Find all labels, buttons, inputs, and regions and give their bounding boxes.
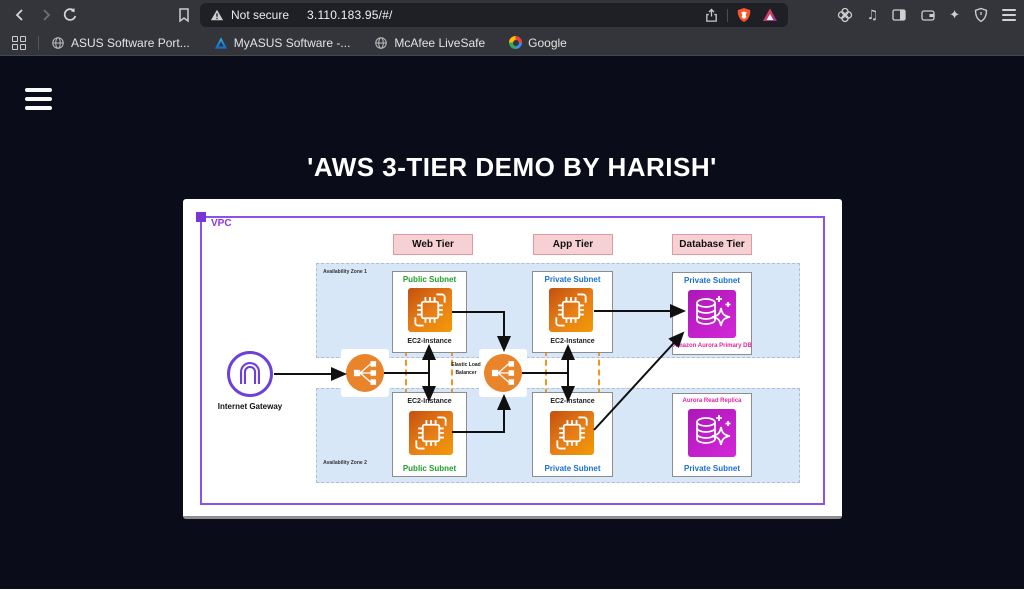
subnet-label: Private Subnet xyxy=(683,276,740,285)
aurora-replica-icon xyxy=(688,409,736,457)
page-title: 'AWS 3-TIER DEMO BY HARISH' xyxy=(307,152,717,182)
az2-label: Availability Zone 2 xyxy=(323,460,367,466)
wallet-icon[interactable] xyxy=(920,7,936,23)
az1-label: Availability Zone 1 xyxy=(323,269,367,275)
leo-ai-sparkle-icon[interactable]: ✦ xyxy=(949,7,960,23)
internet-gateway-label: Internet Gateway xyxy=(217,402,283,411)
elb-icon-1 xyxy=(346,354,384,392)
bookmarks-bar: ASUS Software Port... MyASUS Software -.… xyxy=(0,30,1024,56)
aurora-primary-icon xyxy=(688,290,736,338)
subnet-label: Private Subnet xyxy=(544,275,601,284)
tier-header-web: Web Tier xyxy=(393,234,473,255)
media-control-icon[interactable]: ♫ xyxy=(866,7,879,23)
tier-header-app: App Tier xyxy=(533,234,613,255)
aurora-primary-label: Amazon Aurora Primary DB xyxy=(673,343,752,349)
bookmark-item-google[interactable]: Google xyxy=(509,36,567,50)
ec2-label: EC2-Instance xyxy=(550,398,595,405)
ec2-icon xyxy=(408,288,452,332)
url-text[interactable]: 3.110.183.95/#/ xyxy=(307,8,393,22)
browser-menu-icon[interactable] xyxy=(1002,9,1016,21)
bookmark-item-asus[interactable]: ASUS Software Port... xyxy=(51,36,190,50)
subnet-label: Public Subnet xyxy=(402,464,457,473)
vpc-container xyxy=(200,216,825,505)
myasus-triangle-icon xyxy=(214,36,227,49)
elb-label: Elastic Load Balancer xyxy=(451,362,481,376)
brave-rewards-icon[interactable] xyxy=(762,7,778,23)
ec2-icon xyxy=(409,411,453,455)
ec2-icon xyxy=(550,411,594,455)
elb-icon-2 xyxy=(484,354,522,392)
vpc-label: VPC xyxy=(211,218,232,229)
subnet-label: Public Subnet xyxy=(402,275,457,284)
internet-gateway-icon xyxy=(227,351,273,397)
ec2-label: EC2-Instance xyxy=(407,338,452,345)
toolbar-right-icons: ♫ ✦ xyxy=(837,0,1016,30)
ec2-icon xyxy=(549,288,593,332)
security-label: Not secure xyxy=(231,8,290,22)
apps-grid-icon[interactable] xyxy=(12,35,26,50)
reload-icon[interactable] xyxy=(62,7,78,23)
browser-toolbar: Not secure 3.110.183.95/#/ ♫ xyxy=(0,0,1024,30)
menu-icon[interactable] xyxy=(25,88,52,110)
ec2-label: EC2-Instance xyxy=(550,338,595,345)
globe-icon xyxy=(374,36,388,50)
vpn-shield-icon[interactable] xyxy=(973,7,989,23)
bookmark-flag-icon[interactable] xyxy=(176,7,192,23)
vpc-corner-icon xyxy=(196,212,206,222)
bookmark-item-myasus[interactable]: MyASUS Software -... xyxy=(214,36,350,50)
extensions-icon[interactable] xyxy=(837,7,853,23)
globe-icon xyxy=(51,36,65,50)
google-g-icon xyxy=(509,36,523,49)
page-content: 'AWS 3-TIER DEMO BY HARISH' VPC Web Tier… xyxy=(0,56,1024,589)
forward-icon[interactable] xyxy=(38,7,54,23)
ec2-label: EC2-Instance xyxy=(407,398,452,405)
brave-shield-icon[interactable] xyxy=(736,7,752,23)
back-icon[interactable] xyxy=(12,7,28,23)
share-icon[interactable] xyxy=(704,8,719,23)
architecture-diagram-card: VPC Web Tier App Tier Database Tier Avai… xyxy=(183,199,842,519)
address-bar[interactable]: Not secure 3.110.183.95/#/ xyxy=(200,3,788,27)
subnet-label: Private Subnet xyxy=(544,464,601,473)
sidebar-icon[interactable] xyxy=(891,7,907,23)
not-secure-warning-icon xyxy=(210,9,224,21)
subnet-label: Private Subnet xyxy=(683,464,740,473)
bookmark-item-mcafee[interactable]: McAfee LiveSafe xyxy=(374,36,485,50)
tier-header-db: Database Tier xyxy=(672,234,752,255)
aurora-replica-label: Aurora Read Replica xyxy=(682,398,742,404)
